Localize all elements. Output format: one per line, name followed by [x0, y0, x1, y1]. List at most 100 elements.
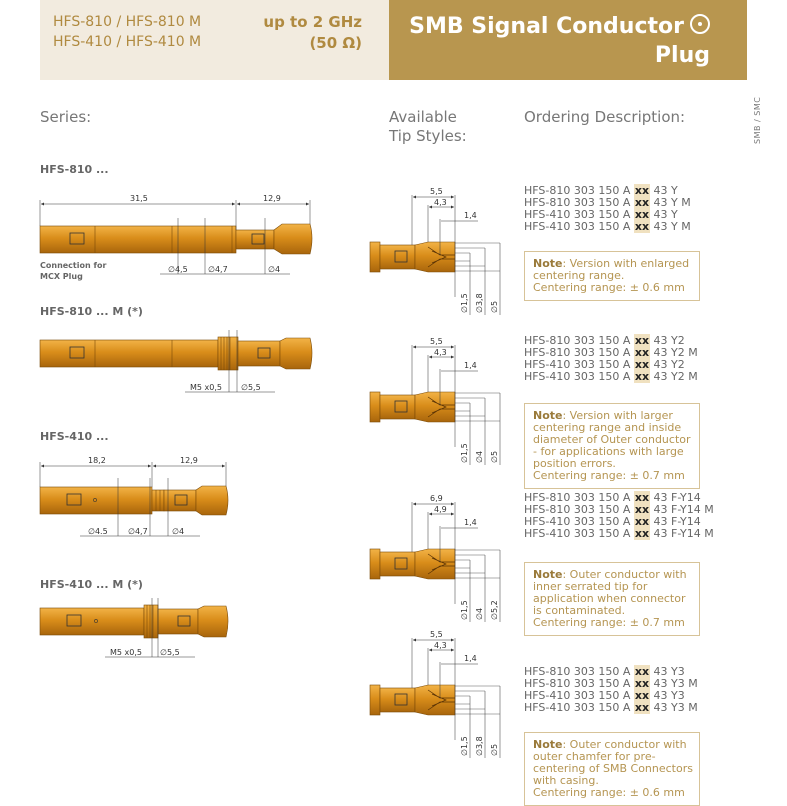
frequency-label: up to 2 GHz (50 Ω) [263, 12, 362, 54]
ordering-code: HFS-410 303 150 A xx 43 Y3 [524, 689, 685, 702]
tip-style-drawings: 5,5 4,3 1,4 ∅1,5 ∅3,8 ∅5 5,5 4,3 1,4 ∅1,5 ∅4 ∅5 6,9 4… [369, 187, 501, 758]
series-line-1: HFS-810 / HFS-810 M [53, 14, 202, 30]
tip-dim-v1: ∅1,5 [460, 600, 469, 620]
note-text: : Outer conductor with inner serrated ti… [533, 568, 687, 617]
title-line-1: SMB Signal Conductor [409, 14, 684, 39]
drawing-hfs-810-m: M5 x0,5 ∅5,5 [39, 330, 313, 393]
tip-dim-a: 5,5 [430, 187, 443, 196]
ordering-code: HFS-810 303 150 A xx 43 Y M [524, 196, 691, 209]
variant-placeholder: xx [633, 665, 651, 678]
tip-heading-line-1: Available [389, 108, 457, 126]
variant-placeholder: xx [633, 701, 651, 714]
series-label-hfs-810-m: HFS-810 ... M (*) [40, 305, 143, 318]
tip-dim-v1: ∅1,5 [460, 293, 469, 313]
tip-dim-v3: ∅5 [490, 451, 499, 463]
title-line-2: Plug [654, 43, 710, 68]
dim-hfs410-left: 18,2 [88, 456, 106, 465]
dim-hfs810-d3: ∅4 [268, 265, 280, 274]
dim-hfs810m-d: ∅5,5 [241, 383, 261, 392]
frequency-line-2: (50 Ω) [309, 34, 362, 52]
tip-dim-b: 4,3 [434, 198, 447, 207]
variant-placeholder: xx [633, 220, 651, 233]
dim-hfs410-right: 12,9 [180, 456, 198, 465]
drawing-hfs-810: 31,5 12,9 ∅4,5 ∅4,7 ∅4 [39, 194, 313, 275]
tip-dim-a: 6,9 [430, 494, 443, 503]
dim-hfs810-d1: ∅4,5 [168, 265, 188, 274]
note-centering-range: Centering range: ± 0.6 mm [533, 786, 685, 799]
variant-placeholder: xx [633, 491, 651, 504]
tip-style-2: 5,5 4,3 1,4 ∅1,5 ∅4 ∅5 [369, 337, 501, 465]
variant-placeholder: xx [633, 515, 651, 528]
ordering-code: HFS-810 303 150 A xx 43 F-Y14 M [524, 503, 714, 516]
ordering-code: HFS-810 303 150 A xx 43 Y2 M [524, 346, 698, 359]
ordering-code: HFS-810 303 150 A xx 43 Y3 [524, 665, 685, 678]
dim-hfs410m-d: ∅5,5 [160, 648, 180, 657]
series-label-hfs-810: HFS-810 ... [40, 163, 109, 176]
tip-dim-b: 4,3 [434, 348, 447, 357]
ordering-code: HFS-810 303 150 A xx 43 Y2 [524, 334, 685, 347]
ordering-code: HFS-810 303 150 A xx 43 F-Y14 [524, 491, 701, 504]
series-heading: Series: [40, 108, 92, 126]
variant-placeholder: xx [633, 184, 651, 197]
dim-hfs410-d3: ∅4 [172, 527, 184, 536]
variant-placeholder: xx [633, 334, 651, 347]
dim-hfs810m-thread: M5 x0,5 [190, 383, 222, 392]
note-centering-range: Centering range: ± 0.7 mm [533, 469, 685, 482]
dim-hfs410m-thread: M5 x0,5 [110, 648, 142, 657]
tip-dim-a: 5,5 [430, 337, 443, 346]
tip-style-1: 5,54,31,4∅1,5∅3,8∅5 [369, 187, 501, 315]
tip-dim-b: 4,9 [434, 505, 447, 514]
series-label-hfs-410-m: HFS-410 ... M (*) [40, 578, 143, 591]
variant-placeholder: xx [633, 689, 651, 702]
tip-dim-v2: ∅4 [475, 451, 484, 463]
dim-hfs410-d1: ∅4.5 [88, 527, 108, 536]
dim-hfs810-right: 12,9 [263, 194, 281, 203]
tip-dim-v3: ∅5 [490, 744, 499, 756]
tip-heading-line-2: Tip Styles: [389, 127, 467, 145]
tip-dim-c: 1,4 [464, 518, 477, 527]
page-title: SMB Signal Conductor Plug [409, 12, 710, 70]
series-line-2: HFS-410 / HFS-410 M [53, 34, 202, 50]
tip-dim-a: 5,5 [430, 630, 443, 639]
drawing-hfs-410: 18,2 12,9 ∅4.5 ∅4,7 ∅4 [39, 456, 229, 537]
series-label-hfs-410: HFS-410 ... [40, 430, 109, 443]
tip-dim-v3: ∅5 [490, 301, 499, 313]
header-series-panel: HFS-810 / HFS-810 M HFS-410 / HFS-410 M … [40, 0, 389, 80]
tip-style-3: 6,94,91,4∅1,5∅4∅5,2 [369, 494, 501, 622]
tip-dim-c: 1,4 [464, 654, 477, 663]
ordering-code: HFS-810 303 150 A xx 43 Y [524, 184, 678, 197]
mcx-connection-note: Connection for MCX Plug [40, 260, 106, 282]
note-box-2: Note: Version with larger centering rang… [524, 403, 700, 489]
ordering-code: HFS-410 303 150 A xx 43 Y3 M [524, 701, 698, 714]
note-centering-range: Centering range: ± 0.6 mm [533, 281, 685, 294]
note-label: Note [533, 738, 563, 751]
tip-styles-heading: Available Tip Styles: [389, 108, 467, 146]
tip-dim-v1: ∅1,5 [460, 443, 469, 463]
ordering-code: HFS-410 303 150 A xx 43 Y M [524, 220, 691, 233]
dim-hfs410-d2: ∅4,7 [128, 527, 148, 536]
tip-dim-c: 1,4 [464, 361, 477, 370]
variant-placeholder: xx [633, 677, 651, 690]
note-label: Note [533, 568, 563, 581]
note-box-3: Note: Outer conductor with inner serrate… [524, 562, 700, 636]
variant-placeholder: xx [633, 346, 651, 359]
variant-placeholder: xx [633, 370, 651, 383]
note-label: Note [533, 409, 563, 422]
note-text: : Version with larger centering range an… [533, 409, 691, 470]
note-text: : Version with enlarged centering range. [533, 257, 690, 282]
note-box-1: Note: Version with enlarged centering ra… [524, 251, 700, 301]
variant-placeholder: xx [633, 208, 651, 221]
note-text: : Outer conductor with outer chamfer for… [533, 738, 693, 787]
variant-placeholder: xx [633, 358, 651, 371]
ordering-code: HFS-410 303 150 A xx 43 F-Y14 [524, 515, 701, 528]
mcx-note-line-2: MCX Plug [40, 272, 83, 281]
tip-dim-b: 4,3 [434, 641, 447, 650]
note-box-4: Note: Outer conductor with outer chamfer… [524, 732, 700, 806]
tip-dim-v3: ∅5,2 [490, 600, 499, 620]
tip-dim-v2: ∅3,8 [475, 736, 484, 756]
frequency-line-1: up to 2 GHz [263, 13, 362, 31]
tip-dim-v1: ∅1,5 [460, 736, 469, 756]
tip-dim-v2: ∅3,8 [475, 293, 484, 313]
dim-hfs810-d2: ∅4,7 [208, 265, 228, 274]
